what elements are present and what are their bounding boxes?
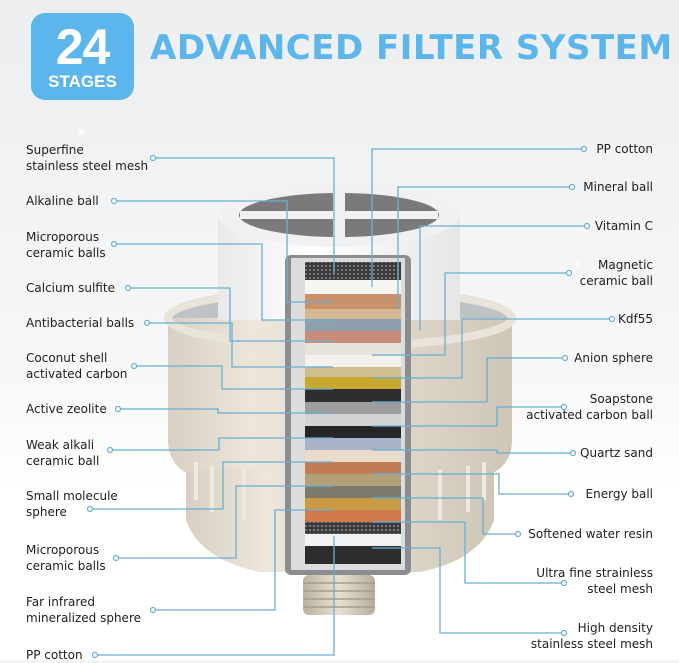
label-line: Superfine: [26, 143, 84, 157]
label-far-infrared: Far infrared mineralized sphere: [26, 594, 141, 626]
callout-lines: [90, 148, 612, 656]
label-softened-resin: Softened water resin: [528, 526, 653, 542]
badge-number: 24: [55, 19, 111, 75]
label-line: Alkaline ball: [26, 194, 99, 208]
label-line: Softened water resin: [528, 527, 653, 541]
label-alkaline-ball: Alkaline ball: [26, 193, 99, 209]
label-high-density-mesh: High density stainless steel mesh: [531, 620, 653, 652]
label-line: Soapstone: [589, 392, 653, 406]
label-mineral-ball: Mineral ball: [583, 179, 653, 195]
label-soapstone-carbon: Soapstone activated carbon ball: [526, 391, 653, 423]
label-vitamin-c: Vitamin C: [595, 218, 653, 234]
label-quartz-sand: Quartz sand: [580, 445, 653, 461]
badge-label: STAGES: [48, 72, 117, 91]
label-line: Magnetic: [598, 258, 653, 272]
label-line: Weak alkali: [26, 438, 95, 452]
label-line: Active zeolite: [26, 402, 107, 416]
label-ultra-fine-mesh: Ultra fine strainless steel mesh: [536, 565, 653, 597]
callout-endpoints: [86, 145, 616, 659]
label-line: Small molecule: [26, 489, 118, 503]
label-magnetic-ceramic: Magnetic ceramic ball: [580, 257, 653, 289]
label-small-molecule: Small molecule sphere: [26, 488, 118, 520]
label-line: Vitamin C: [594, 219, 653, 233]
label-pp-cotton-right: PP cotton: [596, 141, 653, 157]
label-line: stainless steel mesh: [26, 159, 149, 173]
label-line: PP cotton: [26, 648, 83, 662]
label-line: sphere: [26, 505, 67, 519]
label-line: stainless steel mesh: [530, 637, 653, 651]
label-line: Anion sphere: [574, 351, 653, 365]
label-line: Ultra fine strainless: [536, 566, 653, 580]
label-microporous-ceramic-2: Microporous ceramic balls: [26, 542, 106, 574]
label-line: Coconut shell: [26, 351, 108, 365]
label-weak-alkali: Weak alkali ceramic ball: [26, 437, 99, 469]
label-line: activated carbon ball: [526, 408, 653, 422]
label-line: steel mesh: [587, 582, 653, 596]
label-coconut-carbon: Coconut shell activated carbon: [26, 350, 127, 382]
label-pp-cotton-left: PP cotton: [26, 647, 83, 663]
label-superfine-mesh: Superfine stainless steel mesh: [26, 142, 148, 174]
label-line: High density: [577, 621, 653, 635]
label-active-zeolite: Active zeolite: [26, 401, 107, 417]
label-energy-ball: Energy ball: [586, 486, 653, 502]
label-line: Quartz sand: [580, 446, 653, 460]
page-title: ADVANCED FILTER SYSTEM: [150, 28, 673, 68]
label-line: ceramic balls: [26, 246, 106, 260]
label-line: Microporous: [26, 230, 100, 244]
label-calcium-sulfite: Calcium sulfite: [26, 280, 115, 296]
filter-media-layers: [305, 262, 401, 564]
label-line: Far infrared: [26, 595, 96, 609]
label-anion-sphere: Anion sphere: [574, 350, 653, 366]
stages-badge: 24 STAGES: [31, 13, 134, 100]
label-line: Microporous: [26, 543, 100, 557]
label-line: mineralized sphere: [26, 611, 141, 625]
label-line: Mineral ball: [583, 180, 653, 194]
label-line: Antibacterial balls: [26, 316, 135, 330]
label-line: Energy ball: [585, 487, 653, 501]
label-line: Kdf55: [618, 312, 653, 326]
label-line: ceramic ball: [26, 454, 100, 468]
label-line: ceramic ball: [579, 274, 653, 288]
label-line: PP cotton: [596, 142, 653, 156]
label-kdf55: Kdf55: [618, 311, 653, 327]
label-microporous-ceramic-1: Microporous ceramic balls: [26, 229, 106, 261]
label-line: Calcium sulfite: [26, 281, 115, 295]
label-antibacterial-balls: Antibacterial balls: [26, 315, 134, 331]
label-line: activated carbon: [26, 367, 128, 381]
label-line: ceramic balls: [26, 559, 106, 573]
